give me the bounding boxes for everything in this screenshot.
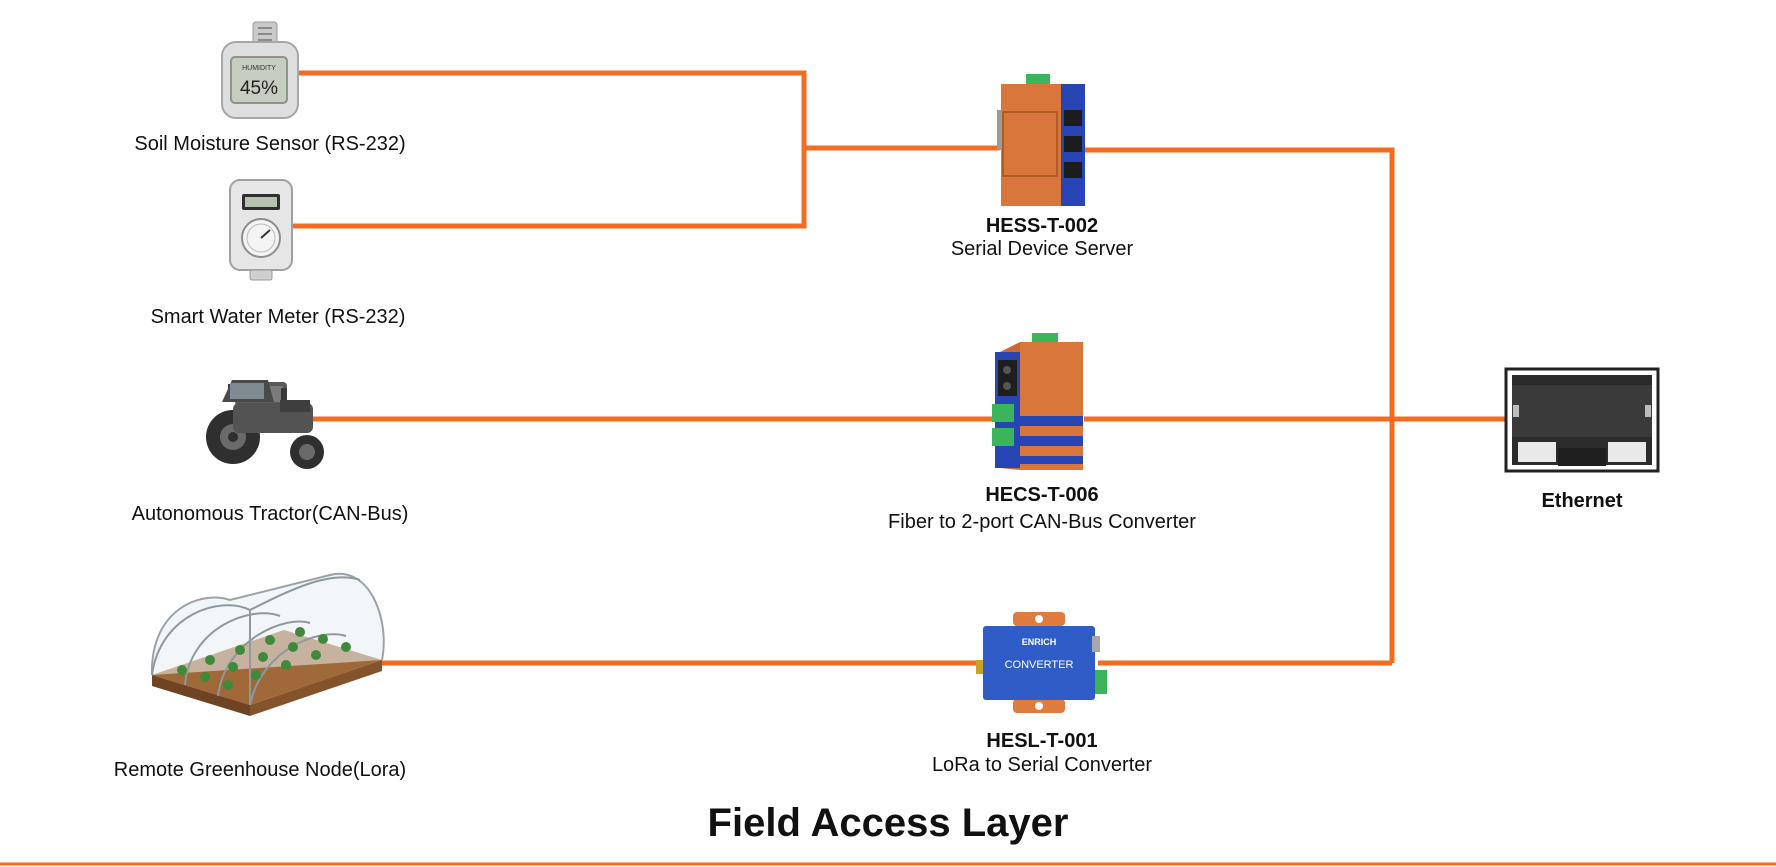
hess-model: HESS-T-002 (986, 215, 1098, 237)
hecs-description: Fiber to 2-port CAN-Bus Converter (888, 511, 1196, 533)
soil-moisture-sensor-icon: HUMIDITY 45% (221, 21, 299, 119)
water-meter-label: Smart Water Meter (RS-232) (151, 306, 406, 328)
hesl-model: HESL-T-001 (986, 730, 1097, 752)
greenhouse-label: Remote Greenhouse Node(Lora) (114, 759, 406, 781)
can-bus-converter-icon (992, 333, 1083, 470)
lora-converter-icon: ENRICH CONVERTER (976, 612, 1107, 713)
diagram-title: Field Access Layer (708, 801, 1069, 845)
greenhouse-icon (150, 572, 385, 716)
lora-brand-label: ENRICH (1022, 637, 1057, 647)
sensor-display-caption: HUMIDITY (242, 65, 276, 72)
link-water-to-junction (292, 148, 807, 229)
tractor-label: Autonomous Tractor(CAN-Bus) (132, 503, 409, 525)
ethernet-port-icon (1504, 367, 1660, 473)
hecs-model: HECS-T-006 (985, 484, 1098, 506)
hess-description: Serial Device Server (951, 238, 1134, 260)
connection-lines (292, 70, 1506, 666)
sensor-display-value: 45% (240, 78, 278, 99)
lora-face-label: CONVERTER (1005, 659, 1074, 671)
link-hess-to-trunk (1084, 147, 1395, 663)
tractor-icon (206, 380, 324, 469)
ethernet-label: Ethernet (1541, 490, 1622, 512)
link-soil-to-junction (292, 70, 807, 148)
hesl-description: LoRa to Serial Converter (932, 754, 1152, 776)
water-meter-icon (229, 179, 293, 281)
serial-device-server-icon (997, 74, 1085, 206)
soil-sensor-label: Soil Moisture Sensor (RS-232) (134, 133, 405, 155)
